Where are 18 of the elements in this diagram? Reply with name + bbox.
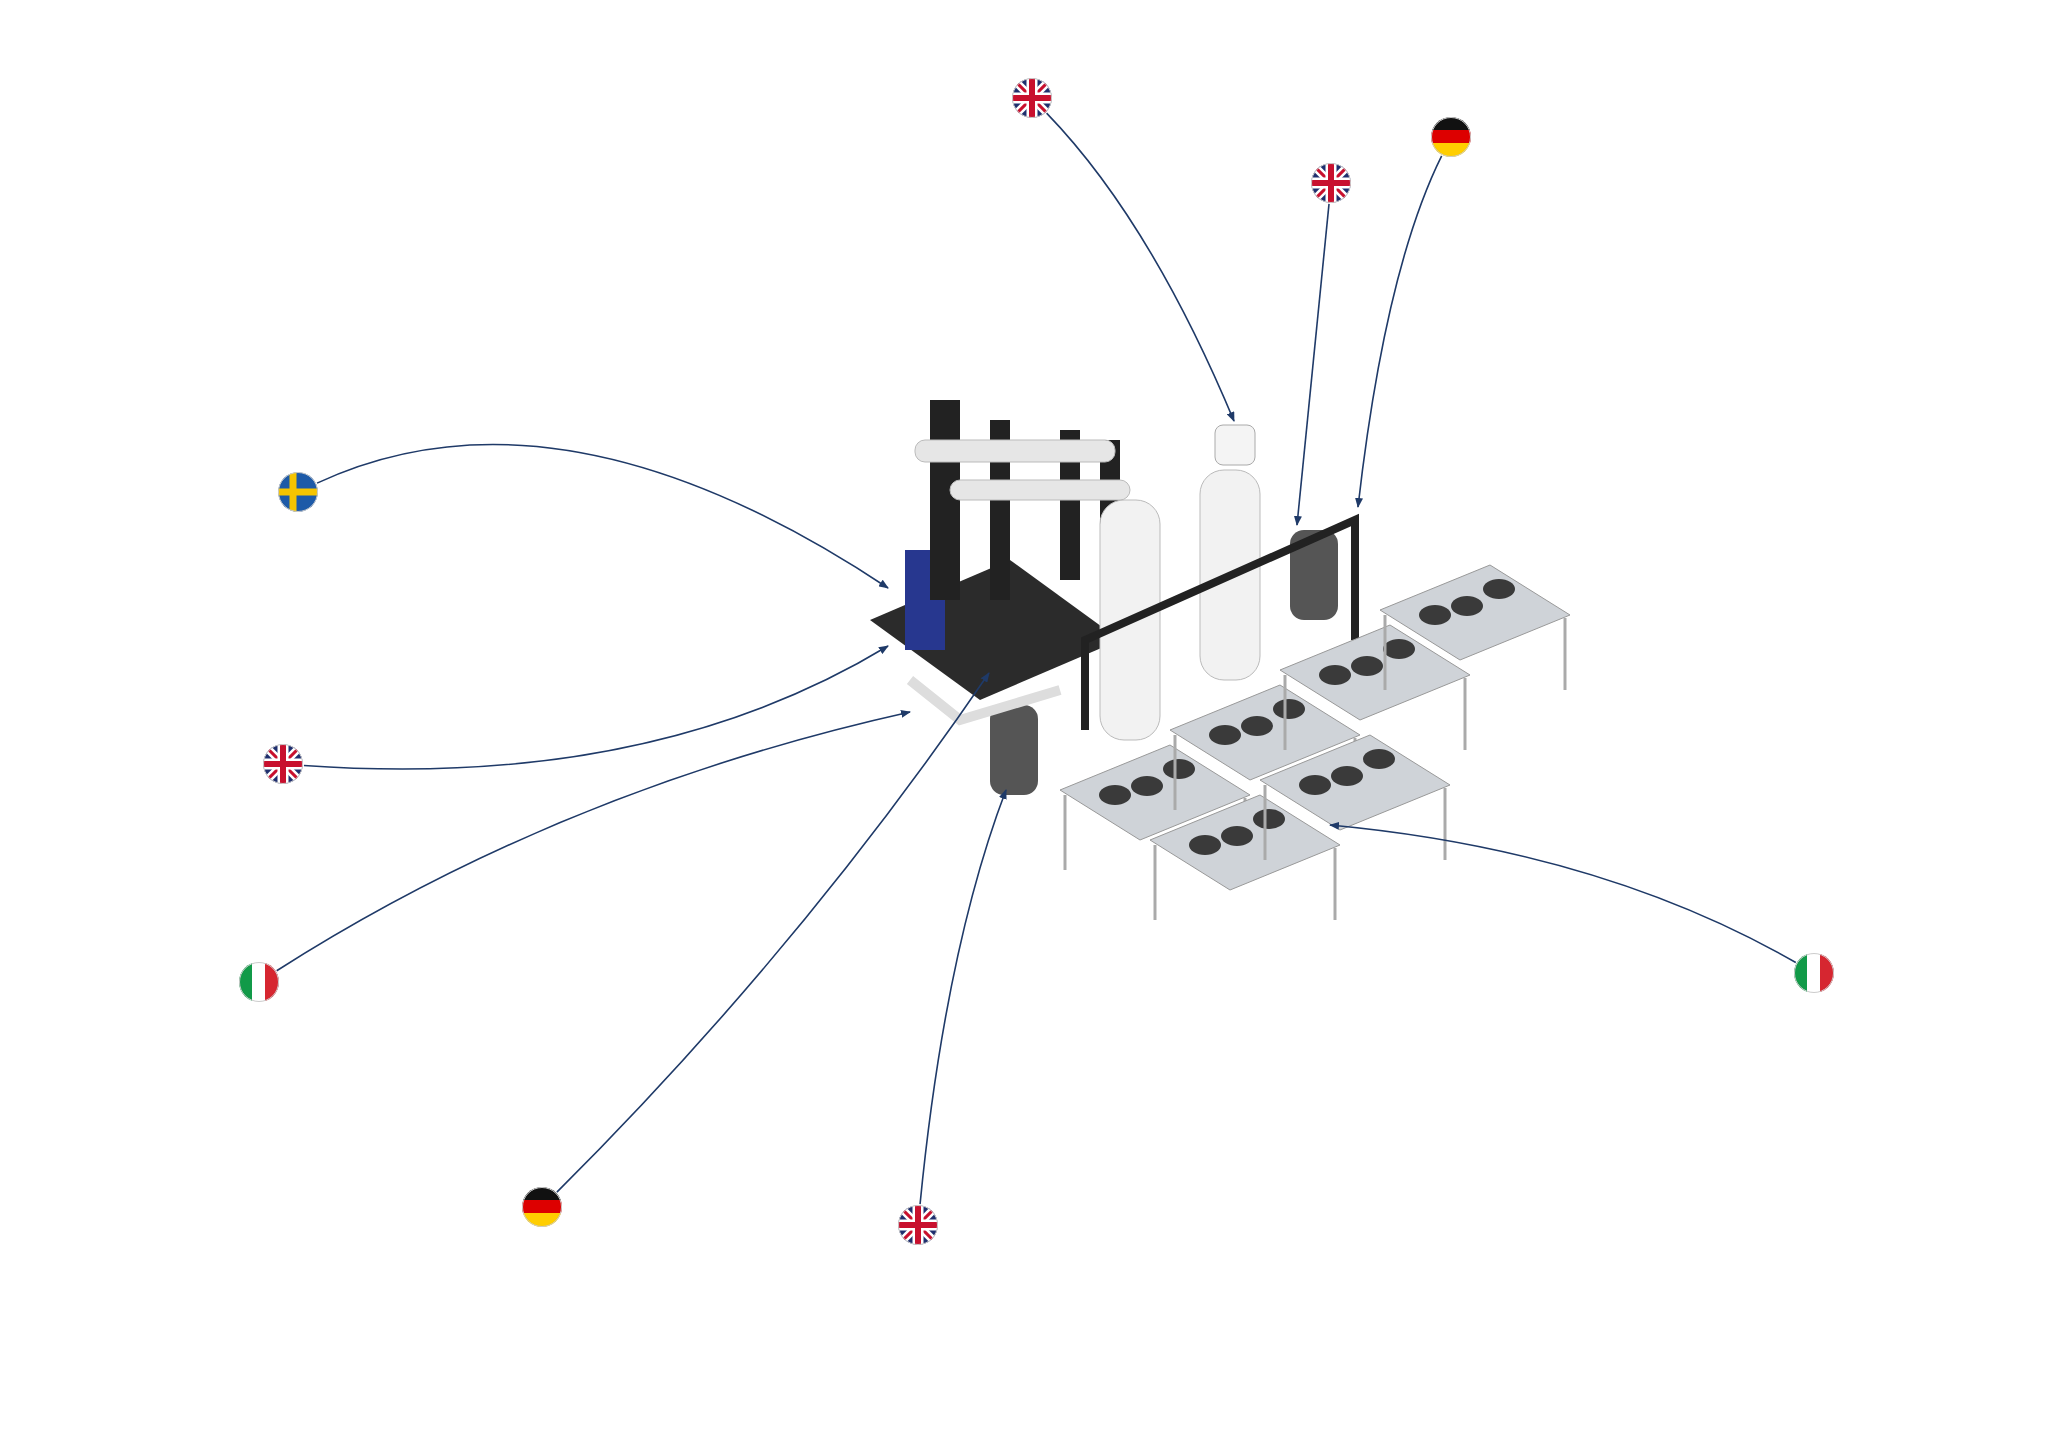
flag-icon <box>263 744 303 784</box>
flag-icon <box>239 962 279 1002</box>
leader-line <box>919 789 1007 1205</box>
leader-line <box>1355 155 1443 508</box>
flag-icon <box>1311 163 1351 203</box>
flag-icon <box>278 472 318 512</box>
leader-line <box>275 710 911 972</box>
flag-icon <box>522 1187 562 1227</box>
leader-line <box>316 443 889 589</box>
flag-icon <box>1012 78 1052 118</box>
flag-icon <box>1794 953 1834 993</box>
leader-line <box>1045 112 1235 422</box>
leader-line <box>1329 822 1797 964</box>
flag-icon <box>1431 117 1471 157</box>
leader-line <box>556 672 990 1193</box>
leader-line <box>303 645 889 770</box>
flag-icon <box>898 1205 938 1245</box>
leader-line <box>1293 203 1330 526</box>
